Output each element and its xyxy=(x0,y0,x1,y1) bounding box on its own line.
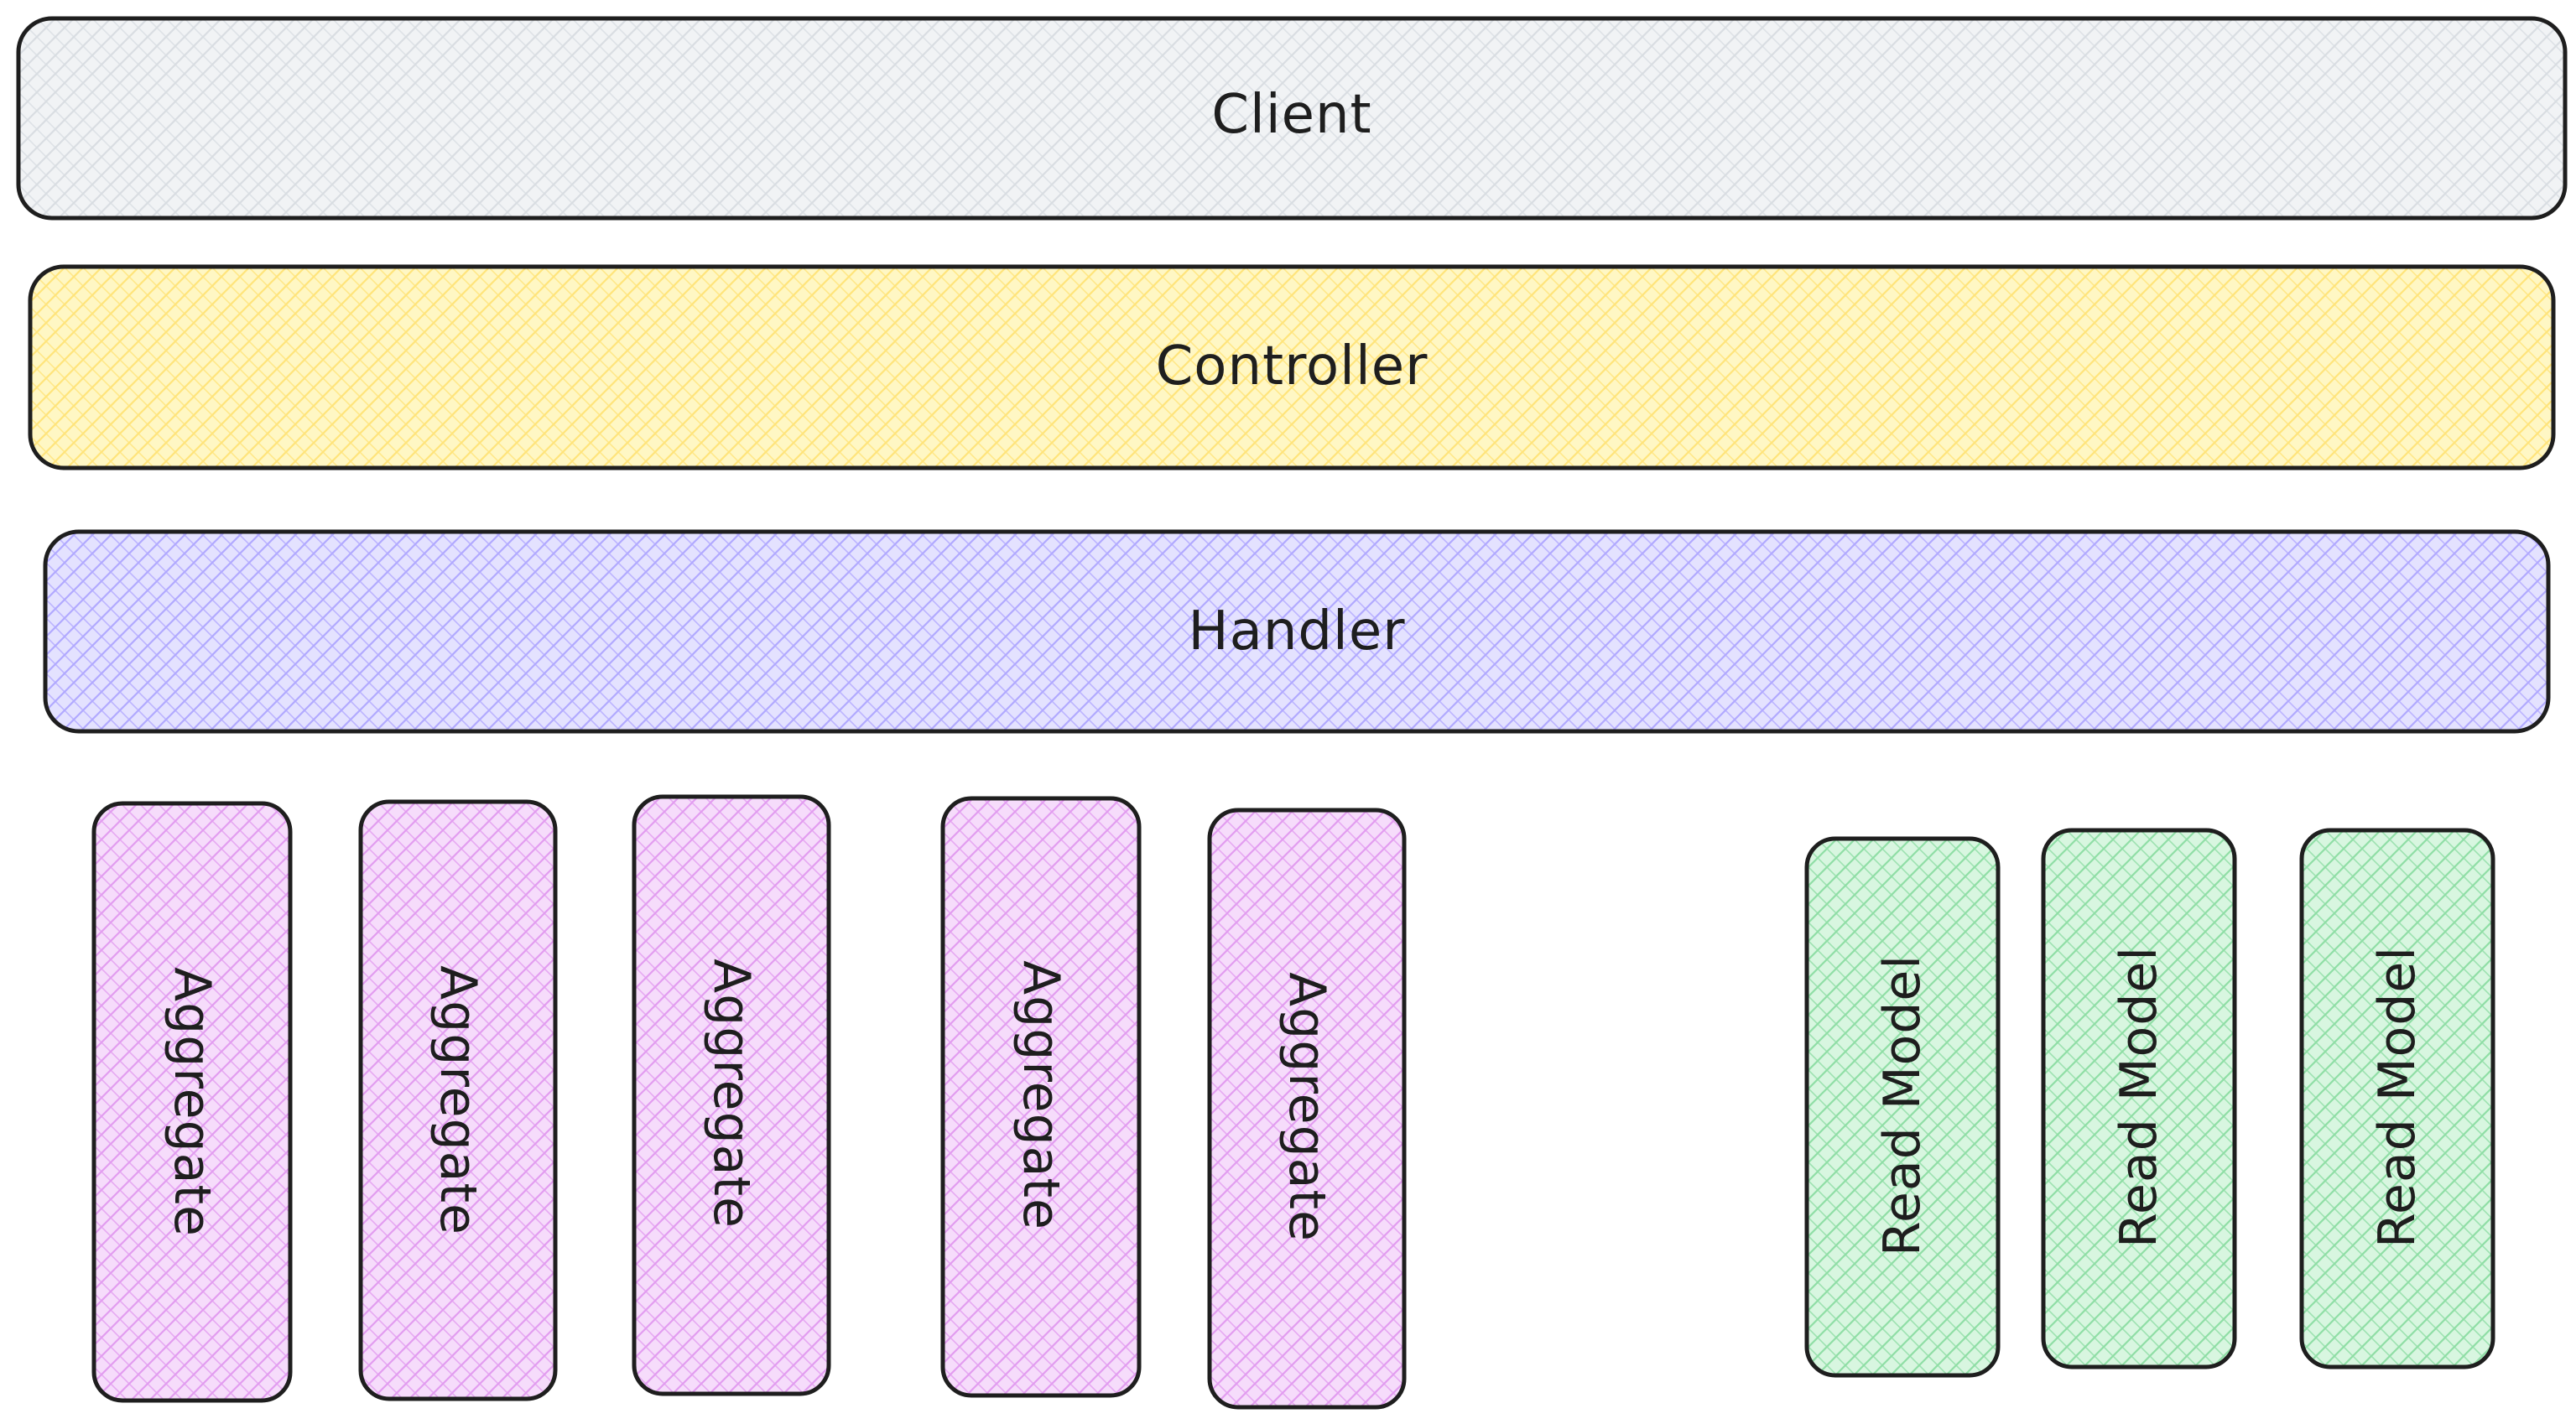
read-model-1-box xyxy=(1804,836,2001,1378)
aggregate-1: Aggregate xyxy=(91,801,293,1403)
aggregate-5: Aggregate xyxy=(1207,808,1407,1410)
aggregate-3-label: Aggregate xyxy=(702,959,761,1229)
read-model-3: Read Model xyxy=(2299,828,2495,1369)
aggregate-2-label: Aggregate xyxy=(429,965,487,1235)
aggregate-4: Aggregate xyxy=(940,796,1142,1398)
handler-layer-label: Handler xyxy=(1189,600,1406,663)
handler-layer: Handler xyxy=(43,529,2551,734)
aggregate-2-box xyxy=(358,799,558,1401)
aggregate-4-box xyxy=(940,796,1142,1398)
aggregate-4-label: Aggregate xyxy=(1012,960,1070,1230)
client-layer-label: Client xyxy=(1211,84,1371,146)
read-model-2-label: Read Model xyxy=(2110,946,2168,1248)
controller-layer: Controller xyxy=(28,264,2556,470)
read-model-2: Read Model xyxy=(2041,828,2237,1369)
controller-layer-label: Controller xyxy=(1156,335,1429,398)
aggregate-3: Aggregate xyxy=(632,794,831,1396)
read-model-1-label: Read Model xyxy=(1873,954,1932,1256)
read-model-3-label: Read Model xyxy=(2368,946,2427,1248)
client-layer: Client xyxy=(16,16,2568,221)
read-model-1: Read Model xyxy=(1804,836,2001,1378)
controller-layer-box xyxy=(28,264,2556,470)
aggregate-5-label: Aggregate xyxy=(1278,972,1336,1242)
read-model-2-box xyxy=(2041,828,2237,1369)
aggregate-3-box xyxy=(632,794,831,1396)
aggregate-5-box xyxy=(1207,808,1407,1410)
client-layer-box xyxy=(16,16,2568,221)
handler-layer-box xyxy=(43,529,2551,734)
read-model-3-box xyxy=(2299,828,2495,1369)
aggregate-1-label: Aggregate xyxy=(163,967,221,1237)
aggregate-1-box xyxy=(91,801,293,1403)
aggregate-2: Aggregate xyxy=(358,799,558,1401)
